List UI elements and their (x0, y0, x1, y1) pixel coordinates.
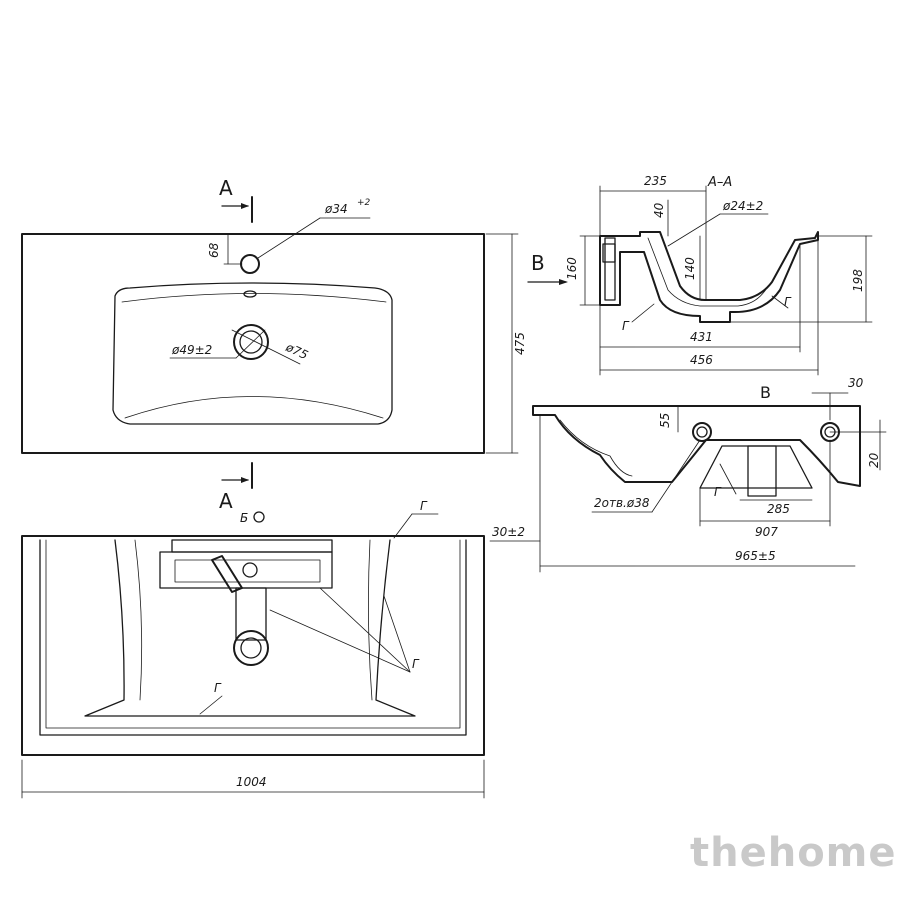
dim-38-leader (651, 439, 701, 513)
dim-1004-label: 1004 (236, 775, 267, 789)
g-label-aa-left: Г (622, 319, 630, 333)
view-b-title: B (760, 383, 771, 402)
bottom-view: Г Г Г Б 30±2 1004 (21, 499, 541, 799)
dim-456-label: 456 (690, 353, 713, 367)
drain-hole-inner (239, 330, 263, 354)
dim-475-label: 475 (513, 332, 527, 355)
dim-40-label: 40 (652, 202, 666, 218)
section-marker-a-top: A (219, 176, 233, 200)
drain-hole-outer (233, 324, 269, 360)
dim-75-label: ø75 (283, 340, 310, 363)
section-aa-title: A–A (707, 175, 732, 190)
overflow-channel (159, 551, 333, 589)
top-view-basin-inner-top (121, 293, 387, 303)
top-view: 68 ø34 +2 ø49±2 ø75 475 A A (21, 176, 527, 513)
dim-24-leader (667, 213, 721, 247)
dim-34-label: ø34 (324, 202, 348, 216)
g-label-aa-right: Г (784, 295, 792, 309)
dim-49-label: ø49±2 (171, 343, 212, 357)
section-marker-a-bottom: A (219, 489, 233, 513)
section-aa-view: A–A 235 40 ø24±2 160 140 198 431 456 Г (527, 174, 873, 376)
dim-24-label: ø24±2 (722, 199, 763, 213)
top-view-basin-inner-bottom (124, 396, 384, 419)
bottom-view-outline (21, 535, 485, 756)
dim-140-label: 140 (683, 257, 697, 280)
dim-431-label: 431 (690, 330, 713, 344)
dim-68-label: 68 (207, 242, 221, 258)
dim-285-label: 285 (767, 502, 790, 516)
g-label-side: Г (714, 485, 722, 499)
g-label-bottom-right: Г (412, 657, 420, 671)
top-view-basin (112, 282, 393, 425)
g-label-bottom-top: Г (420, 499, 428, 513)
dim-30pm2-label: 30±2 (492, 525, 525, 539)
dim-34-leader (257, 217, 321, 259)
dim-198-label: 198 (851, 269, 865, 292)
dim-907-label: 907 (755, 525, 778, 539)
watermark-logo: thehome (690, 830, 897, 876)
bottom-view-body (84, 539, 416, 717)
dim-30-label: 30 (848, 376, 864, 390)
drain-pipe (235, 587, 267, 641)
dim-160-label: 160 (565, 257, 579, 280)
dim-20-label: 20 (867, 452, 881, 468)
overflow-slot (243, 290, 257, 298)
g-label-bottom-left: Г (214, 681, 222, 695)
dim-75-leader (231, 329, 301, 365)
dim-38-label: 2отв.ø38 (594, 496, 650, 510)
view-b-ref-label: Б (240, 511, 248, 525)
side-view-b: B 30 55 20 2отв.ø38 285 Г 907 965±5 (532, 376, 887, 573)
side-hole-left (692, 422, 712, 442)
dim-34-tolerance: +2 (357, 198, 371, 208)
dim-965-label: 965±5 (735, 549, 776, 563)
bottom-drain-outer (233, 630, 269, 666)
top-view-outline (21, 233, 485, 454)
dim-55-label: 55 (658, 413, 672, 428)
view-b-arrow-label: B (531, 251, 545, 275)
tap-hole (240, 254, 260, 274)
dim-235-label: 235 (644, 174, 667, 188)
side-view-profile (532, 405, 861, 487)
